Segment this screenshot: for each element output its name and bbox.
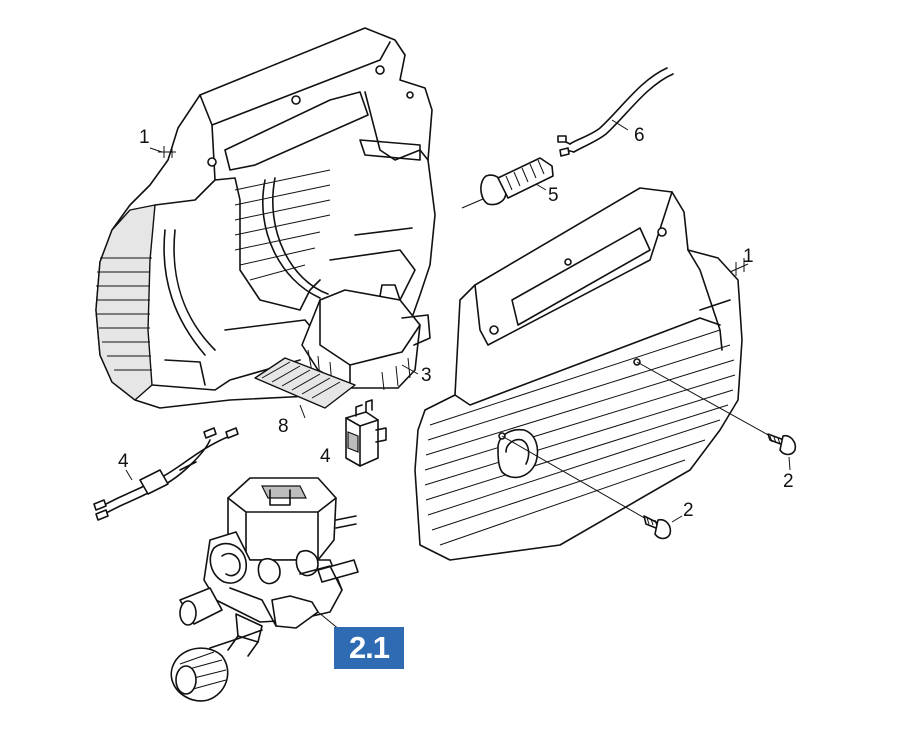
callout-screw-upper-2: 2 — [783, 471, 794, 492]
cable-6-leader — [611, 119, 629, 131]
switch-part — [345, 399, 387, 467]
grommet-5-leader — [535, 183, 547, 191]
cable-part — [93, 427, 239, 521]
callout-cover-3: 3 — [421, 365, 432, 386]
screw-upper-part — [636, 361, 797, 456]
screw-lower-2-leader — [671, 515, 683, 523]
callout-cable-4: 4 — [118, 451, 129, 472]
callout-cable-6: 6 — [634, 125, 645, 146]
grommet-part — [461, 157, 554, 209]
pad-8-leader — [299, 404, 306, 419]
callout-pad-8: 8 — [278, 416, 289, 437]
callout-switch-4: 4 — [320, 446, 331, 467]
pump-assembly-part — [170, 477, 359, 702]
callout-housing-left-1: 1 — [139, 127, 150, 148]
housing-left-1-leader — [149, 146, 176, 158]
cover-3-leader — [401, 364, 419, 375]
screw-lower-part — [501, 435, 672, 540]
screw-upper-2-leader — [788, 456, 791, 471]
mains-cable-part — [557, 67, 674, 157]
insulation-pad-part — [254, 357, 356, 409]
cable-4-leader — [125, 469, 133, 481]
callout-grommet-5: 5 — [548, 185, 559, 206]
right-housing-half — [414, 187, 743, 561]
section-badge: 2.1 — [334, 627, 404, 669]
housing-right-1-leader — [729, 258, 749, 276]
callout-housing-right-1: 1 — [743, 246, 754, 267]
callout-screw-lower-2: 2 — [683, 500, 694, 521]
